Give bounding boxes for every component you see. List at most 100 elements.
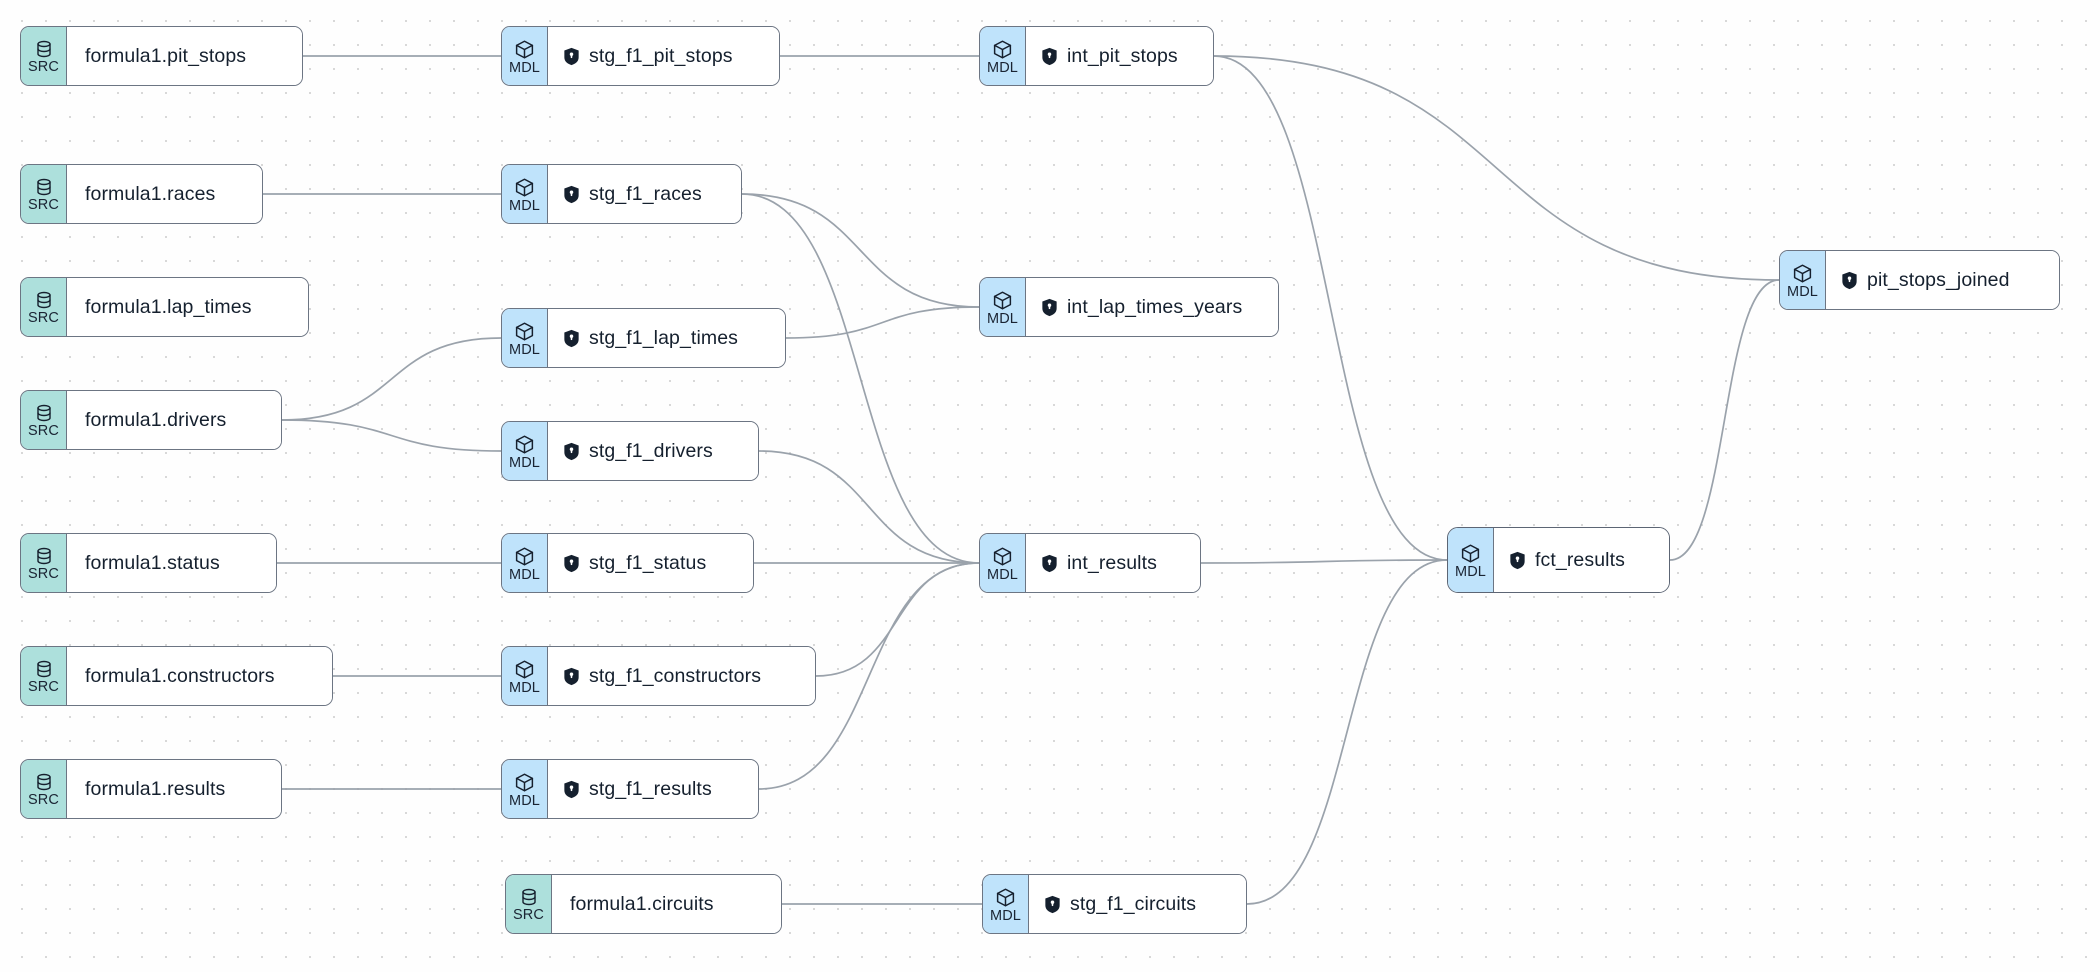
node-label: stg_f1_status [589, 551, 707, 574]
node-body: stg_f1_results [548, 760, 758, 818]
graph-node-src_constructors[interactable]: SRC formula1.constructors [20, 646, 333, 706]
node-label: formula1.races [85, 182, 216, 205]
database-cylinder-icon [34, 772, 54, 792]
edge-stg_lap_times-to-int_lap_times_years [785, 306, 980, 339]
node-label: stg_f1_constructors [589, 664, 762, 687]
node-label: formula1.lap_times [85, 295, 252, 318]
graph-node-stg_status[interactable]: MDL stg_f1_status [501, 533, 754, 593]
source-badge: SRC [21, 278, 67, 336]
source-badge: SRC [21, 760, 67, 818]
graph-node-fct_results[interactable]: MDL fct_results [1447, 527, 1670, 593]
node-label: formula1.results [85, 777, 226, 800]
node-type-label: MDL [509, 59, 540, 76]
shield-icon [1041, 554, 1058, 573]
node-type-label: SRC [28, 59, 59, 75]
cube-icon [514, 546, 535, 567]
node-body: formula1.drivers [67, 391, 281, 449]
cube-icon [1460, 543, 1481, 564]
graph-node-stg_drivers[interactable]: MDL stg_f1_drivers [501, 421, 759, 481]
node-body: stg_f1_constructors [548, 647, 815, 705]
node-type-label: SRC [513, 907, 544, 923]
node-type-label: SRC [28, 566, 59, 582]
node-label: formula1.status [85, 551, 220, 574]
shield-icon [563, 667, 580, 686]
node-body: stg_f1_circuits [1029, 875, 1246, 933]
node-body: formula1.lap_times [67, 278, 308, 336]
node-type-label: SRC [28, 679, 59, 695]
node-label: fct_results [1535, 548, 1625, 571]
node-label: int_results [1067, 551, 1157, 574]
graph-node-pit_stops_joined[interactable]: MDL pit_stops_joined [1779, 250, 2060, 310]
graph-node-src_status[interactable]: SRC formula1.status [20, 533, 277, 593]
shield-icon [563, 47, 580, 66]
node-body: formula1.constructors [67, 647, 332, 705]
graph-node-stg_races[interactable]: MDL stg_f1_races [501, 164, 742, 224]
graph-node-int_lap_times_years[interactable]: MDL int_lap_times_years [979, 277, 1279, 337]
cube-icon [514, 434, 535, 455]
source-badge: SRC [21, 391, 67, 449]
model-badge: MDL [502, 534, 548, 592]
node-type-label: MDL [509, 454, 540, 471]
node-type-label: MDL [987, 310, 1018, 327]
cube-icon [514, 177, 535, 198]
node-type-label: SRC [28, 423, 59, 439]
cube-icon [514, 39, 535, 60]
model-badge: MDL [502, 422, 548, 480]
node-type-label: SRC [28, 310, 59, 326]
node-body: int_pit_stops [1026, 27, 1213, 85]
shield-icon [1841, 271, 1858, 290]
graph-node-src_lap_times[interactable]: SRC formula1.lap_times [20, 277, 309, 337]
graph-node-stg_constructors[interactable]: MDL stg_f1_constructors [501, 646, 816, 706]
edge-stg_races-to-int_lap_times_years [741, 193, 980, 308]
node-body: fct_results [1494, 528, 1669, 592]
node-type-label: SRC [28, 792, 59, 808]
source-badge: SRC [21, 647, 67, 705]
node-label: stg_f1_races [589, 182, 702, 205]
shield-icon [1041, 47, 1058, 66]
graph-node-stg_pit_stops[interactable]: MDL stg_f1_pit_stops [501, 26, 780, 86]
graph-node-int_results[interactable]: MDL int_results [979, 533, 1201, 593]
node-body: formula1.pit_stops [67, 27, 302, 85]
cube-icon [992, 39, 1013, 60]
graph-node-src_results[interactable]: SRC formula1.results [20, 759, 282, 819]
source-badge: SRC [506, 875, 552, 933]
database-cylinder-icon [34, 177, 54, 197]
database-cylinder-icon [34, 39, 54, 59]
node-type-label: SRC [28, 197, 59, 213]
node-label: formula1.drivers [85, 408, 227, 431]
cube-icon [1792, 263, 1813, 284]
edge-int_pit_stops-to-pit_stops_joined [1213, 55, 1780, 281]
graph-node-stg_results[interactable]: MDL stg_f1_results [501, 759, 759, 819]
database-cylinder-icon [519, 887, 539, 907]
node-type-label: MDL [990, 907, 1021, 924]
graph-node-stg_circuits[interactable]: MDL stg_f1_circuits [982, 874, 1247, 934]
node-body: formula1.status [67, 534, 276, 592]
graph-node-stg_lap_times[interactable]: MDL stg_f1_lap_times [501, 308, 786, 368]
graph-node-src_pit_stops[interactable]: SRC formula1.pit_stops [20, 26, 303, 86]
node-body: stg_f1_drivers [548, 422, 758, 480]
node-type-label: MDL [1787, 283, 1818, 300]
node-body: stg_f1_lap_times [548, 309, 785, 367]
shield-icon [563, 442, 580, 461]
graph-node-src_drivers[interactable]: SRC formula1.drivers [20, 390, 282, 450]
node-label: formula1.pit_stops [85, 44, 247, 67]
node-type-label: MDL [1455, 563, 1486, 580]
graph-node-int_pit_stops[interactable]: MDL int_pit_stops [979, 26, 1214, 86]
edge-stg_races-to-int_results [741, 193, 980, 564]
graph-node-src_races[interactable]: SRC formula1.races [20, 164, 263, 224]
node-label: pit_stops_joined [1867, 268, 2010, 291]
database-cylinder-icon [34, 546, 54, 566]
edge-int_results-to-fct_results [1200, 559, 1448, 564]
cube-icon [992, 290, 1013, 311]
edge-stg_circuits-to-fct_results [1246, 559, 1448, 905]
node-label: stg_f1_circuits [1070, 892, 1197, 915]
source-badge: SRC [21, 534, 67, 592]
node-body: formula1.races [67, 165, 262, 223]
edge-src_drivers-to-stg_drivers [281, 419, 502, 452]
node-body: int_results [1026, 534, 1200, 592]
model-badge: MDL [1780, 251, 1826, 309]
shield-icon [1044, 895, 1061, 914]
